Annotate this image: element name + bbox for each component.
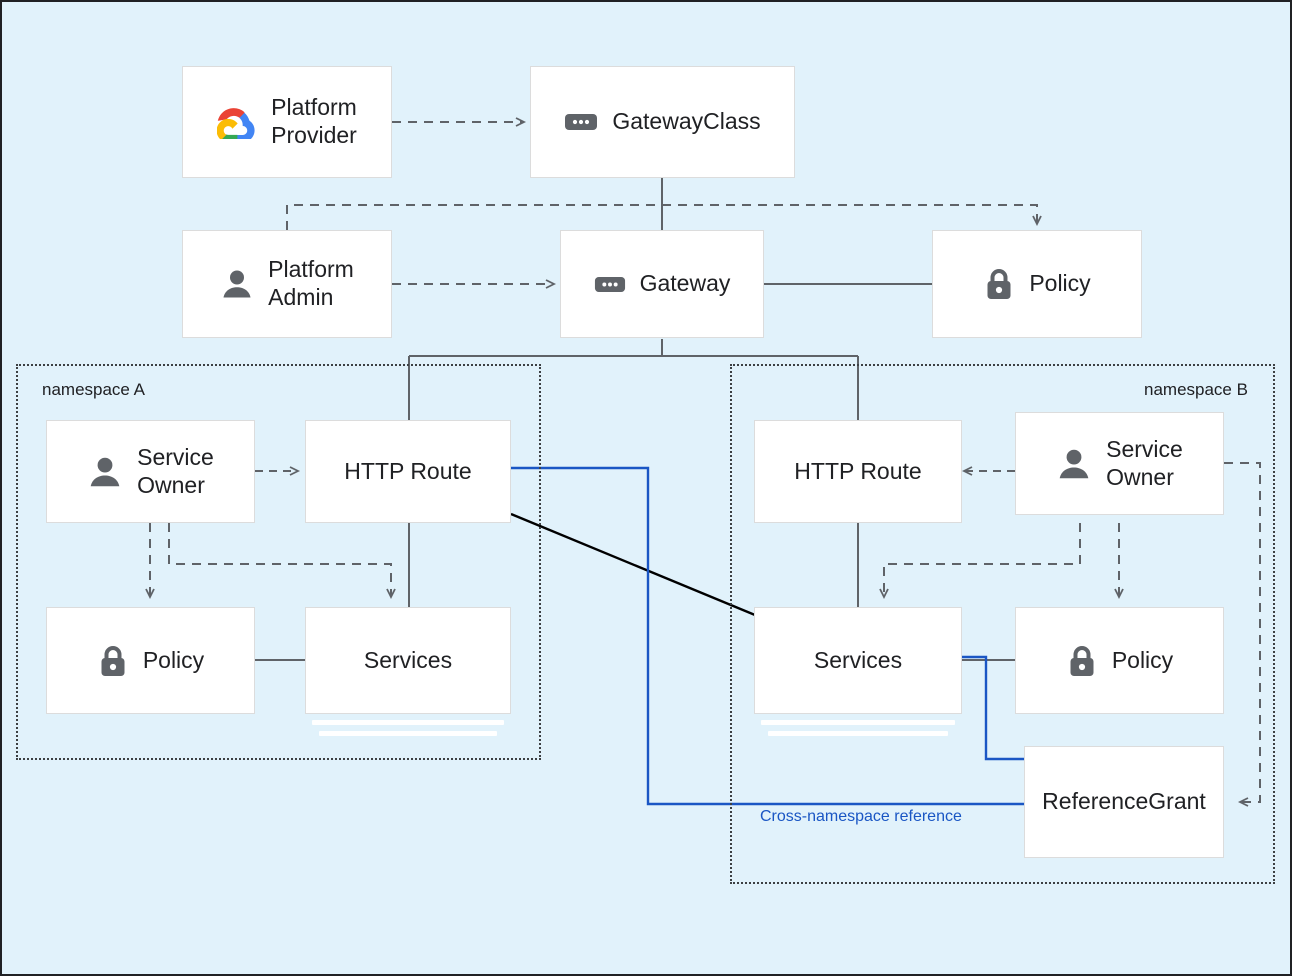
node-label: Policy — [1111, 646, 1174, 673]
services-b-stack-line-2 — [768, 731, 948, 736]
node-label: Policy — [1029, 270, 1091, 297]
node-policy-b[interactable]: Policy — [1015, 607, 1224, 714]
node-label: ReferenceGrant — [1042, 788, 1206, 815]
node-services-a[interactable]: Services — [305, 607, 511, 714]
node-label: Platform Admin — [268, 256, 354, 310]
node-gateway[interactable]: Gateway — [560, 230, 764, 338]
node-label: Gateway — [639, 270, 731, 297]
person-icon — [1059, 449, 1089, 478]
lock-icon — [1070, 645, 1094, 676]
node-http-route-b[interactable]: HTTP Route — [754, 420, 962, 523]
gateway-icon — [565, 114, 598, 130]
node-service-owner-b[interactable]: Service Owner — [1015, 412, 1224, 515]
lock-icon — [101, 645, 125, 676]
services-b-stack-line-1 — [761, 720, 955, 725]
node-label: Service Owner — [1106, 435, 1183, 490]
namespace-a-label: namespace A — [42, 380, 146, 399]
person-icon — [223, 270, 251, 298]
node-http-route-a[interactable]: HTTP Route — [305, 420, 511, 523]
node-label: Services — [363, 646, 453, 673]
namespace-a-container — [16, 364, 541, 760]
node-label: Policy — [142, 646, 205, 673]
node-services-b[interactable]: Services — [754, 607, 962, 714]
gateway-icon — [594, 276, 625, 292]
node-reference-grant[interactable]: ReferenceGrant — [1024, 746, 1224, 858]
edge-httproute-a-to-services-b — [510, 512, 756, 617]
cross-namespace-reference-label: Cross-namespace reference — [760, 808, 962, 825]
node-service-owner-a[interactable]: Service Owner — [46, 420, 255, 523]
node-label: Services — [813, 646, 903, 673]
services-a-stack-line-1 — [312, 720, 504, 725]
node-label: Platform Provider — [271, 94, 357, 148]
node-policy-a[interactable]: Policy — [46, 607, 255, 714]
node-label: HTTP Route — [794, 457, 922, 484]
services-a-stack-line-2 — [319, 731, 497, 736]
namespace-b-label: namespace B — [1144, 380, 1248, 399]
node-platform-admin[interactable]: Platform Admin — [182, 230, 392, 338]
node-policy-top[interactable]: Policy — [932, 230, 1142, 338]
node-label: Service Owner — [137, 443, 214, 498]
node-label: HTTP Route — [344, 457, 472, 484]
namespace-b-container — [730, 364, 1275, 884]
lock-icon — [987, 269, 1011, 299]
node-label: GatewayClass — [612, 108, 761, 135]
node-platform-provider[interactable]: Platform Provider — [182, 66, 392, 178]
node-gatewayclass[interactable]: GatewayClass — [530, 66, 795, 178]
edge-admin-to-policy — [286, 204, 1042, 230]
google-cloud-icon — [217, 108, 255, 139]
person-icon — [90, 457, 120, 486]
